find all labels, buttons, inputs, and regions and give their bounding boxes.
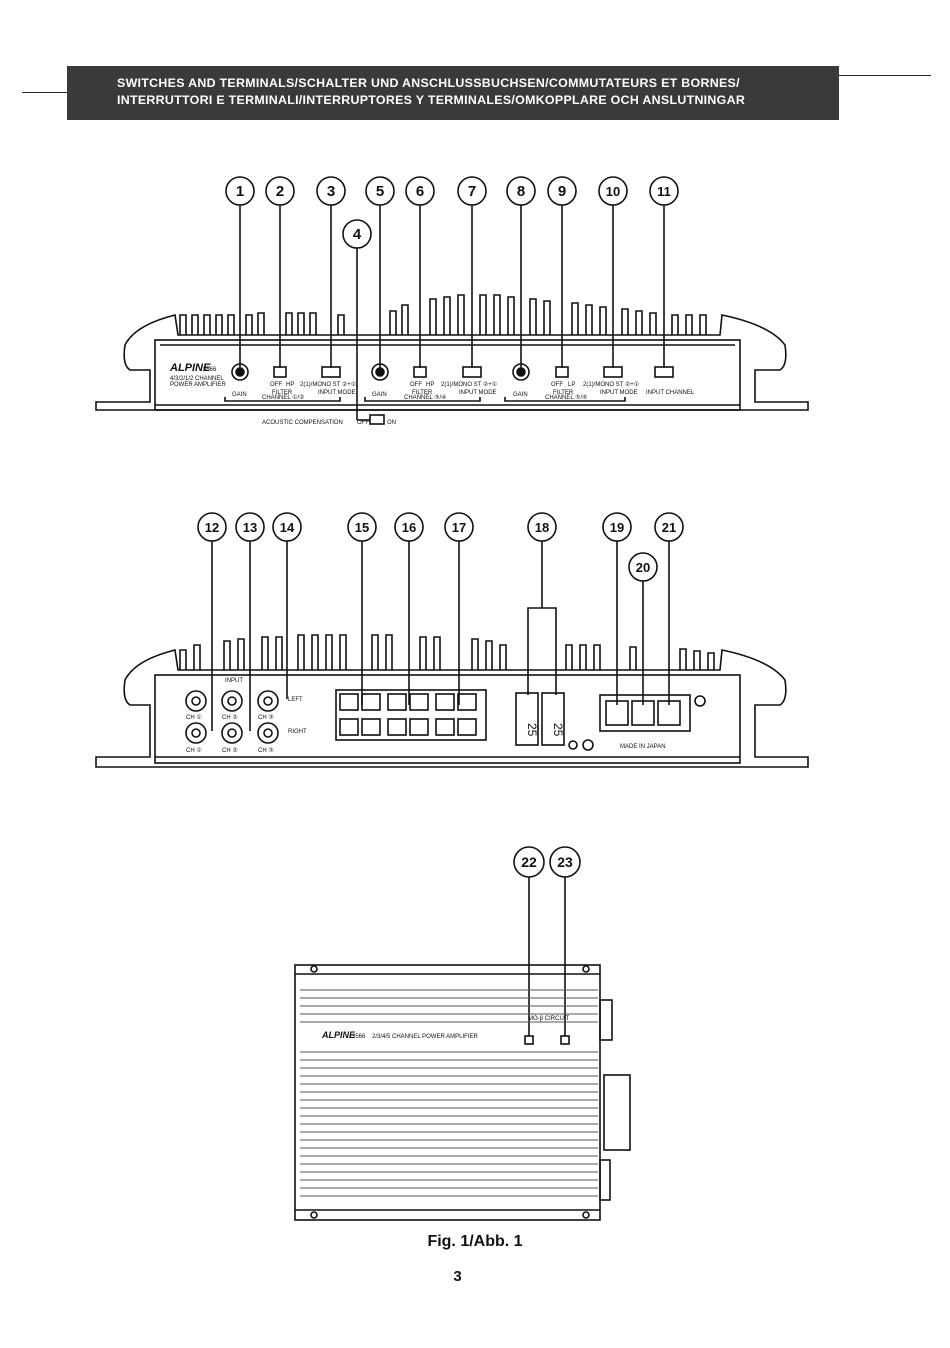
callout-6-number: 6 [416,183,424,200]
input-mode-label-3: INPUT MODE [600,390,638,396]
jack-label-ch1: CH ① [186,714,202,721]
callout-20-number: 20 [636,560,650,575]
jack-label-ch1-lower: CH ① [186,747,202,754]
callout-21-number: 21 [662,520,676,535]
acoustic-label: ACOUSTIC COMPENSATION [262,420,343,426]
top-logo: MO-β CIRCUIT [528,1016,569,1022]
input-mode-label-1: INPUT MODE [318,390,356,396]
lp-label: LP [568,382,575,388]
channel-label-2: CHANNEL ③/④ [404,394,447,401]
power-terminal-block[interactable] [599,694,691,732]
right-label: RIGHT [288,729,307,735]
filter-label-1: FILTER [272,390,293,396]
acoustic-off: OFF [357,420,369,426]
channel-label-3: CHANNEL ⑤/⑥ [545,394,588,401]
input-mode-label-2: INPUT MODE [459,390,497,396]
callout-17-number: 17 [452,520,466,535]
callout-12-number: 12 [205,520,219,535]
callout-8-number: 8 [517,183,525,200]
hp-label-1: HP [286,382,294,388]
callout-7-number: 7 [468,183,476,200]
fuse-1-rating: 25 [525,723,539,737]
header-rule-right [839,75,931,76]
jack-label-ch2: CH ② [222,714,238,721]
filter-label-2: FILTER [412,390,433,396]
modes-label-3: 2(1)/MONO ST ②+① [583,381,639,388]
front-panel-diagram: ALPINE 3566 4/3/2/1/2 CHANNEL POWER AMPL… [95,176,809,426]
callout-15-number: 15 [355,520,369,535]
input-channel-label: INPUT CHANNEL [646,390,695,396]
acoustic-on: ON [387,420,396,426]
gain-label-2: GAIN [372,392,387,398]
callout-10-number: 10 [606,184,620,199]
modes-label-1: 2(1)/MONO ST ②+① [300,381,356,388]
modes-label-2: 2(1)/MONO ST ②+① [441,381,497,388]
off-label-2: OFF [410,382,422,388]
made-in-label: MADE IN JAPAN [620,744,666,750]
top-tagline: 2/3/4/5 CHANNEL POWER AMPLIFIER [372,1034,478,1040]
top-model: 3566 [352,1034,366,1040]
rca-jack-ch3-lower[interactable] [257,722,279,744]
callout-11-number: 11 [657,184,671,199]
figure-caption: Fig. 1/Abb. 1 [427,1233,523,1250]
fuse-2[interactable] [541,692,565,746]
fuse-2-rating: 25 [551,723,565,737]
gain-label-3: GAIN [513,392,528,398]
rca-jack-ch1-lower[interactable] [185,722,207,744]
front-brand: ALPINE [169,362,211,374]
header-line-2: INTERRUTTORI E TERMINALI/INTERRUPTORES Y… [117,93,746,107]
front-model: 3566 [203,367,217,373]
callout-2-number: 2 [276,183,284,200]
header-rule-left [22,92,67,93]
jack-label-ch2-lower: CH ② [222,747,238,754]
page-number: 3 [453,1268,462,1285]
callout-22-number: 22 [521,854,537,870]
rca-jack-ch2-lower[interactable] [221,722,243,744]
callout-9-number: 9 [558,183,566,200]
callout-5-number: 5 [376,183,384,200]
left-label: LEFT [288,697,303,703]
speaker-terminal-block[interactable] [335,689,487,741]
section-header: SWITCHES AND TERMINALS/SCHALTER UND ANSC… [67,66,839,120]
callout-14-number: 14 [280,520,295,535]
callout-4-number: 4 [353,226,362,243]
callout-18-number: 18 [535,520,549,535]
rca-jack-ch3[interactable] [257,690,279,712]
callout-13-number: 13 [243,520,257,535]
top-view-diagram: ALPINE 3566 2/3/4/5 CHANNEL POWER AMPLIF… [294,846,631,1221]
jack-label-ch3-lower: CH ③ [258,747,274,754]
callout-16-number: 16 [402,520,416,535]
callout-19-number: 19 [610,520,624,535]
front-subtitle-2: POWER AMPLIFIER [170,382,226,388]
gain-label-1: GAIN [232,392,247,398]
rear-panel-diagram: INPUT LEFT RIGHT CH ① CH ② CH ③ CH ① CH … [95,512,809,768]
front-subtitle-1: 4/3/2/1/2 CHANNEL [170,376,224,382]
header-line-1: SWITCHES AND TERMINALS/SCHALTER UND ANSC… [117,76,740,90]
top-brand: ALPINE [321,1030,356,1040]
rca-jack-ch1[interactable] [185,690,207,712]
callout-1-number: 1 [236,183,244,200]
rca-jack-ch2[interactable] [221,690,243,712]
fuse-1[interactable] [515,692,539,746]
input-label: INPUT [225,678,243,684]
callout-23-number: 23 [557,854,573,870]
jack-label-ch3: CH ③ [258,714,274,721]
callout-3-number: 3 [327,183,335,200]
off-label-1: OFF [270,382,282,388]
off-label-3: OFF [551,382,563,388]
top-fins [300,989,598,1197]
filter-label-3: FILTER [553,390,574,396]
channel-label-1: CHANNEL ①/② [262,394,305,401]
hp-label-2: HP [426,382,434,388]
